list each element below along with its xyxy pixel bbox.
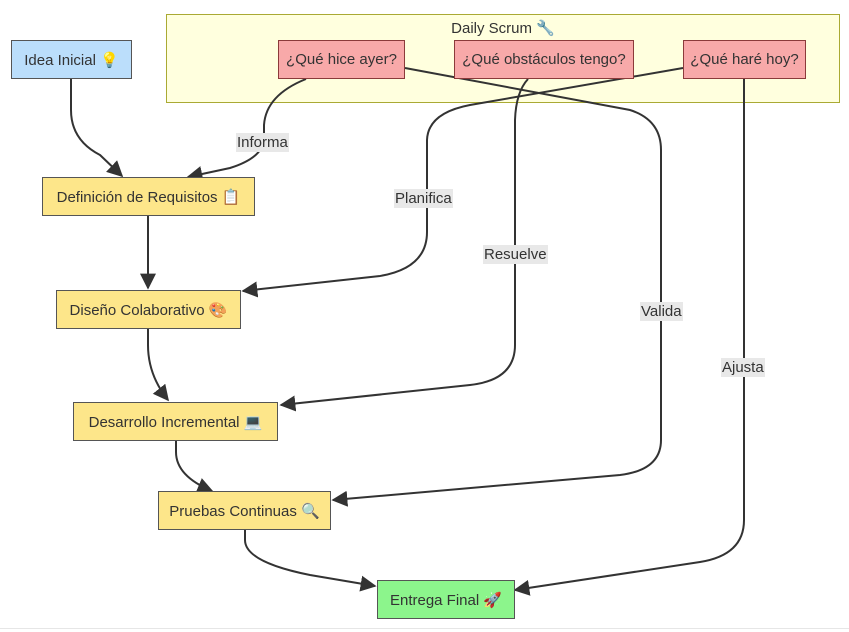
edge-desarrollo-pruebas [175, 441, 214, 493]
edge-ayer-requisitos [186, 78, 307, 182]
edge-idea-requisitos [70, 79, 124, 178]
edge-ayer-pruebas [331, 67, 662, 507]
edge-label-planifica: Planifica [394, 189, 453, 208]
node-definicion-requisitos: Definición de Requisitos 📋 [42, 177, 255, 216]
node-pruebas-continuas: Pruebas Continuas 🔍 [158, 491, 331, 530]
edge-diseno-desarrollo [147, 329, 169, 402]
bottom-divider [0, 628, 849, 629]
edge-hoy-diseno [241, 67, 684, 298]
edge-hoy-entrega [513, 79, 745, 596]
node-entrega-final: Entrega Final 🚀 [377, 580, 515, 619]
edge-obstaculos-desarrollo [279, 78, 529, 412]
edge-pruebas-entrega [244, 530, 377, 592]
node-que-obstaculos-tengo: ¿Qué obstáculos tengo? [454, 40, 634, 79]
node-que-hice-ayer: ¿Qué hice ayer? [278, 40, 405, 79]
node-desarrollo-incremental: Desarrollo Incremental 💻 [73, 402, 278, 441]
node-diseno-colaborativo: Diseño Colaborativo 🎨 [56, 290, 241, 329]
edge-label-valida: Valida [640, 302, 683, 321]
edge-label-informa: Informa [236, 133, 289, 152]
subgraph-title: Daily Scrum 🔧 [451, 20, 555, 37]
node-idea-inicial: Idea Inicial 💡 [11, 40, 132, 79]
edge-label-resuelve: Resuelve [483, 245, 548, 264]
node-que-hare-hoy: ¿Qué haré hoy? [683, 40, 806, 79]
edge-label-ajusta: Ajusta [721, 358, 765, 377]
